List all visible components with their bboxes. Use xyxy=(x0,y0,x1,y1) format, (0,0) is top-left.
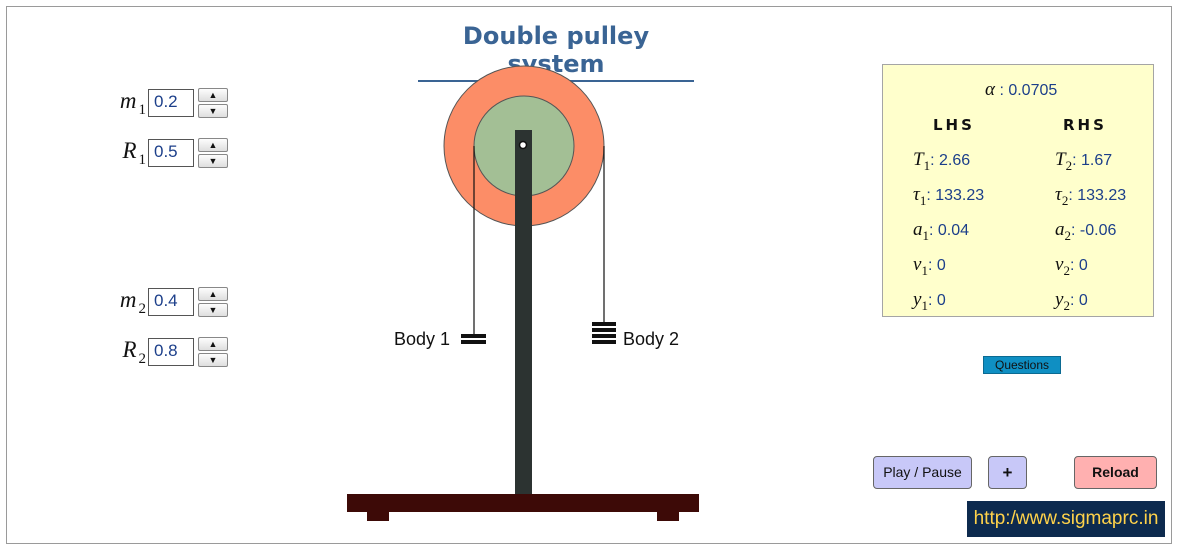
body-2-weight xyxy=(592,322,616,344)
m1-decrement-button[interactable]: ▼ xyxy=(198,104,228,118)
R2-input[interactable]: 0.8 xyxy=(148,338,194,366)
rhs-position: y2: 0 xyxy=(1055,289,1088,313)
m2-decrement-button[interactable]: ▼ xyxy=(198,303,228,317)
m2-increment-button[interactable]: ▲ xyxy=(198,287,228,301)
R1-input[interactable]: 0.5 xyxy=(148,139,194,167)
R1-decrement-button[interactable]: ▼ xyxy=(198,154,228,168)
lhs-velocity: v1: 0 xyxy=(913,254,946,278)
base-foot-left xyxy=(367,511,389,521)
R2-increment-button[interactable]: ▲ xyxy=(198,337,228,351)
m1-input[interactable]: 0.2 xyxy=(148,89,194,117)
body-2-label: Body 2 xyxy=(623,329,680,349)
rhs-torque: τ2: 133.23 xyxy=(1055,184,1127,208)
lhs-header: LHS xyxy=(933,116,975,134)
app-frame xyxy=(6,6,1172,544)
lhs-acceleration: a1: 0.04 xyxy=(913,219,970,243)
results-panel: α : 0.0705 LHS RHS T1: 2.66 τ1: 133.23 a… xyxy=(882,64,1154,317)
stand-base xyxy=(347,494,699,512)
rhs-acceleration: a2: -0.06 xyxy=(1055,219,1117,243)
rhs-velocity: v2: 0 xyxy=(1055,254,1088,278)
base-foot-right xyxy=(657,511,679,521)
lhs-torque: τ1: 133.23 xyxy=(913,184,985,208)
rhs-header: RHS xyxy=(1063,116,1107,134)
lhs-position: y1: 0 xyxy=(913,289,946,313)
questions-button[interactable]: Questions xyxy=(983,356,1061,374)
play-pause-button[interactable]: Play / Pause xyxy=(873,456,972,489)
body-1-label: Body 1 xyxy=(394,329,451,349)
stand-pole xyxy=(515,130,532,496)
reload-button[interactable]: Reload xyxy=(1074,456,1157,489)
plus-button[interactable]: + xyxy=(988,456,1027,489)
footer-link[interactable]: http:/www.sigmaprc.in xyxy=(967,501,1165,537)
body-1-weight xyxy=(461,334,486,344)
lhs-tension: T1: 2.66 xyxy=(913,149,971,173)
m2-input[interactable]: 0.4 xyxy=(148,288,194,316)
m1-increment-button[interactable]: ▲ xyxy=(198,88,228,102)
R2-decrement-button[interactable]: ▼ xyxy=(198,353,228,367)
alpha-readout: α : 0.0705 xyxy=(985,79,1058,100)
rhs-tension: T2: 1.67 xyxy=(1055,149,1113,173)
axle-pin xyxy=(518,140,528,150)
R1-increment-button[interactable]: ▲ xyxy=(198,138,228,152)
